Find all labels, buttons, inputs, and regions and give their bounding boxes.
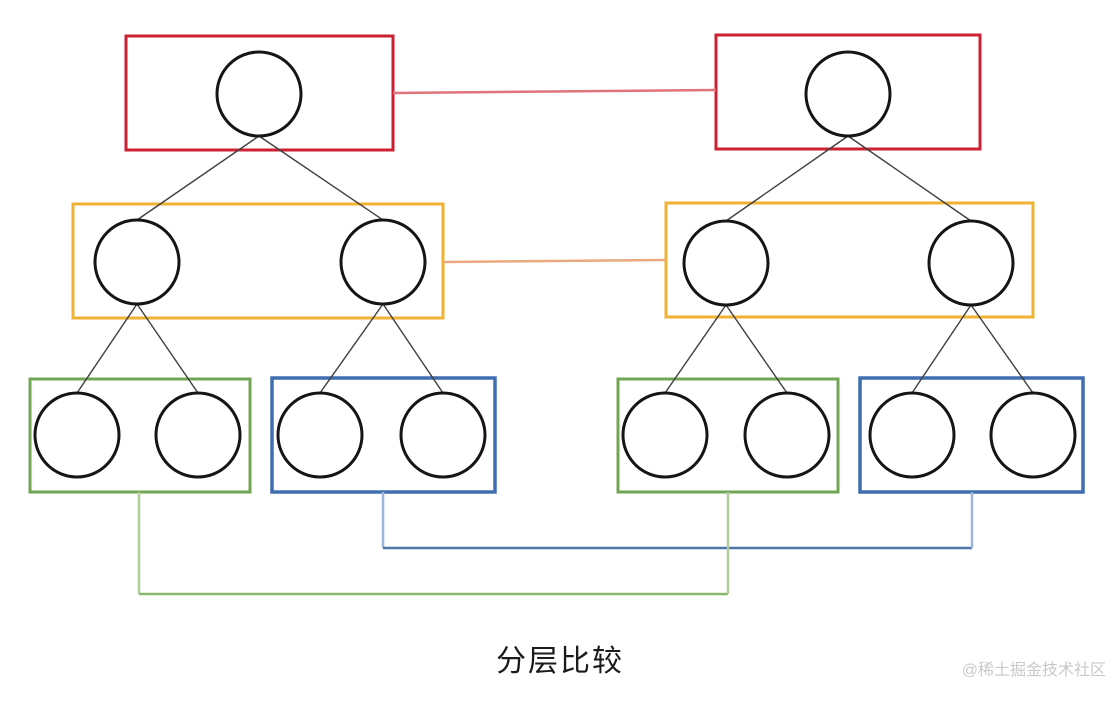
tree-edge-8 [847, 135, 972, 222]
right-root-node [804, 50, 892, 138]
tree-edge-11 [911, 304, 972, 394]
tree-edge-9 [664, 304, 727, 394]
diagram-caption: 分层比较 [496, 645, 624, 678]
left-mid-node-2 [339, 218, 427, 306]
left-leaf-node-1 [33, 391, 121, 479]
left-root-node [215, 50, 303, 138]
right-mid-node-1 [682, 219, 770, 307]
right-mid-node-2 [927, 219, 1015, 307]
left-leaf-node-2 [154, 391, 242, 479]
right-leaf-node-2 [743, 391, 831, 479]
watermark-text: @稀土掘金技术社区 [961, 662, 1106, 679]
tree-edge-4 [136, 303, 199, 394]
left-mid-node-1 [93, 218, 181, 306]
right-leaf-node-4 [989, 391, 1077, 479]
tree-edge-10 [725, 304, 788, 394]
tree-edge-6 [382, 303, 444, 394]
left-leaf-node-4 [399, 391, 487, 479]
left-leaf-node-3 [276, 391, 364, 479]
tree-edge-3 [76, 303, 138, 394]
tree-edge-5 [319, 303, 384, 394]
mid-compare-link [442, 258, 667, 264]
right-tree-root-box [714, 33, 982, 151]
right-leaf-node-1 [621, 391, 709, 479]
tree-edge-12 [970, 304, 1034, 394]
tree-edge-7 [725, 135, 849, 222]
root-compare-link [392, 88, 717, 95]
tree-edge-2 [258, 135, 384, 221]
right-leaf-node-3 [868, 391, 956, 479]
tree-edge-1 [136, 135, 260, 221]
